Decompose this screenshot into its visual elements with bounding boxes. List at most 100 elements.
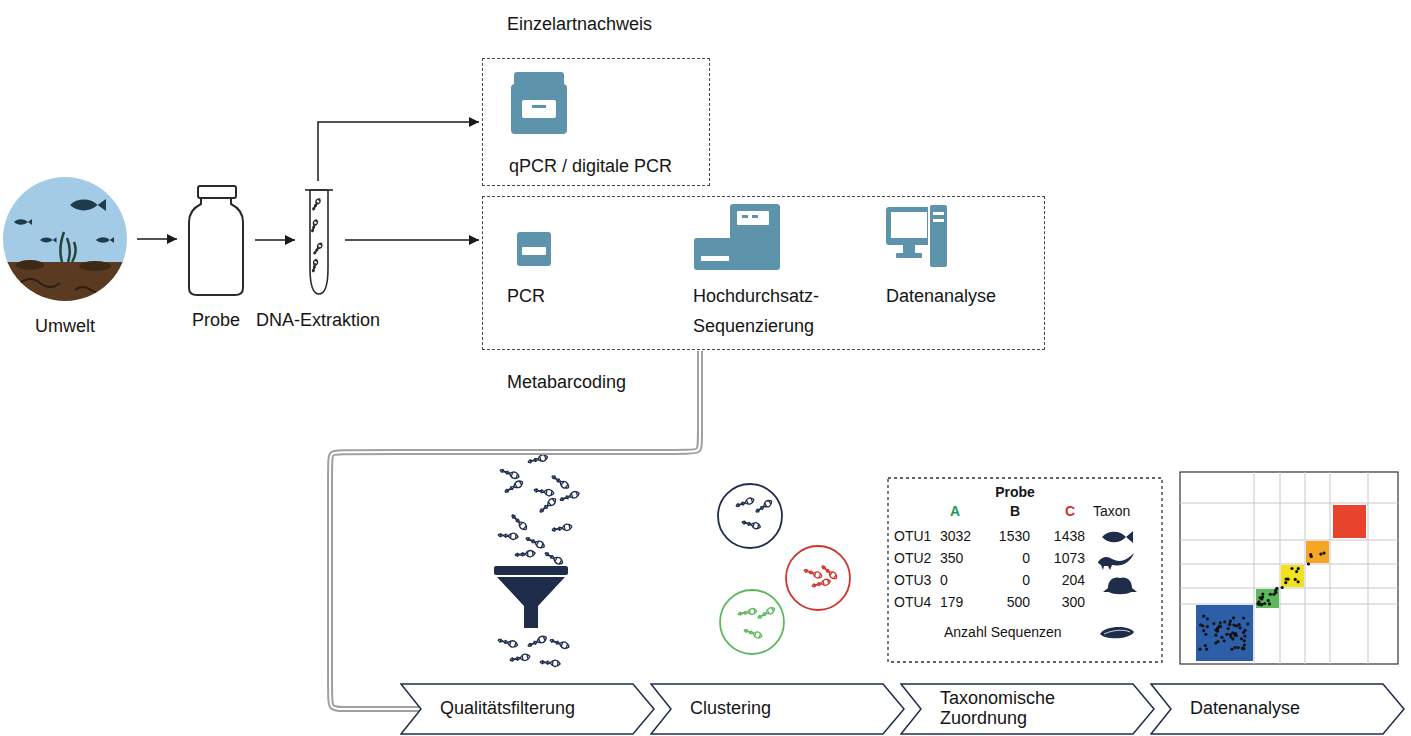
flow-connector (330, 351, 700, 709)
dna-marks (543, 550, 564, 566)
arrow-connector (345, 239, 479, 241)
chart-dots (1243, 639, 1246, 642)
dna-marks (541, 544, 543, 548)
step-label-node: qPCR / digitale PCR (509, 151, 672, 181)
chart-frame (1180, 472, 1398, 664)
dna-marks (318, 246, 320, 248)
dna-marks (318, 199, 320, 200)
computer-icon (896, 253, 922, 258)
sequencer-icon (730, 204, 780, 252)
dna-marks (810, 571, 811, 575)
dna-marks (312, 226, 315, 228)
dna-marks (544, 505, 547, 508)
chart-grid (1180, 503, 1398, 604)
table-cell: C (1065, 503, 1075, 520)
dna-marks (566, 495, 567, 499)
table-cell: 350 (940, 550, 963, 567)
method-group: MetabarcodingPCRHochdurchsatz-Sequenzier… (482, 196, 1045, 350)
environment-picture (75, 287, 107, 293)
dna-marks (749, 610, 751, 614)
chart-dots (1310, 555, 1313, 558)
dna-marks (528, 456, 549, 466)
table-frame (888, 478, 1162, 662)
chart-dots (1230, 648, 1233, 651)
dna-marks (525, 535, 546, 549)
process-chevron: Clustering (650, 683, 905, 735)
dna-marks (500, 639, 501, 643)
dna-marks (540, 659, 561, 667)
chart-dots (1243, 634, 1246, 637)
dna-marks (569, 525, 571, 529)
dna-marks (544, 550, 564, 564)
dna-marks (561, 642, 562, 646)
dna-marks (527, 634, 548, 648)
node-label: Einzelartnachweis (507, 13, 652, 36)
chart-dots (1294, 578, 1297, 581)
dna-marks (527, 655, 529, 659)
process-chevron: Qualitätsfilterung (400, 683, 655, 735)
dna-marks (814, 583, 815, 587)
dna-marks (497, 454, 580, 667)
dna-marks (527, 552, 529, 556)
sample-bottle (189, 186, 243, 295)
step-label-node: PCR (507, 281, 545, 311)
qpcr-icon (522, 100, 556, 118)
table-cell: 300 (1062, 594, 1085, 611)
filter-funnel (497, 577, 565, 628)
node-label: Metabarcoding (507, 371, 626, 394)
environment-picture (0, 262, 132, 306)
sequencer-icon (694, 204, 780, 270)
chart-dots (1227, 627, 1230, 630)
arrow-connector (345, 240, 479, 241)
dna-marks (546, 490, 548, 494)
chart-dots (1204, 644, 1207, 647)
qpcr-icon (511, 84, 567, 134)
dna-marks (754, 499, 773, 515)
arrow-connector (137, 238, 177, 240)
dna-marks (497, 639, 518, 649)
dna-marks (757, 509, 759, 512)
dna-marks (555, 558, 557, 562)
dna-marks (556, 641, 557, 645)
sequencer-icon (742, 215, 748, 218)
dna-marks (551, 555, 553, 559)
chart-grid (1254, 472, 1368, 664)
dna-marks (811, 578, 831, 589)
sample-bottle (189, 198, 243, 295)
dna-marks (516, 474, 517, 478)
dna-marks (539, 639, 541, 643)
sequencer-icon (737, 211, 769, 225)
chart-dots (1281, 586, 1284, 589)
dna-marks (761, 506, 763, 509)
chart-dots (1234, 632, 1237, 635)
dna-marks (746, 629, 747, 633)
dna-marks (525, 537, 545, 550)
dna-marks (523, 526, 526, 529)
dna-marks (818, 582, 819, 586)
dna-marks (534, 641, 536, 645)
chart-grid (1180, 472, 1398, 664)
table-cell: Probe (995, 484, 1035, 501)
dna-marks (819, 574, 820, 578)
computer-icon (903, 245, 915, 254)
dna-marks (557, 661, 559, 665)
chart-dots (1297, 580, 1300, 583)
dna-marks (564, 526, 566, 530)
dna-marks (550, 473, 570, 490)
table-cell: OTU1 (894, 528, 931, 545)
dna-marks (497, 637, 518, 648)
chart-dots (1241, 647, 1244, 650)
flow-connector (330, 351, 700, 709)
dna-marks (751, 498, 752, 502)
dna-marks (549, 637, 570, 650)
node-label: Probe (192, 309, 240, 332)
dna-marks (316, 202, 318, 203)
method-group: EinzelartnachweisqPCR / digitale PCR (482, 58, 710, 186)
dna-marks (571, 494, 572, 498)
filter-funnel (494, 566, 568, 628)
chart-dots (1212, 622, 1215, 625)
chart-dots (1225, 633, 1228, 636)
dna-marks (737, 608, 757, 617)
table-cell: 0 (1022, 572, 1030, 589)
dna-marks (812, 580, 832, 589)
